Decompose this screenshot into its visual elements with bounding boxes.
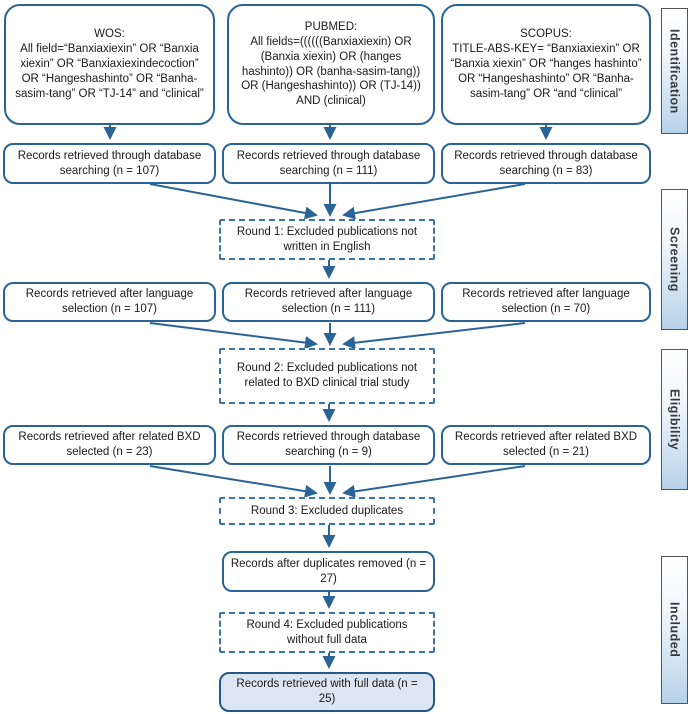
scopus-related-box: Records retrieved after related BXD sele…: [441, 425, 651, 465]
stage-screening: Screening: [661, 189, 688, 330]
wos-search-box: WOS: All field=“Banxiaxiexin” OR “Banxia…: [4, 4, 215, 125]
pubmed-related-box: Records retrieved through database searc…: [222, 425, 435, 465]
wos-retrieved-box: Records retrieved through database searc…: [3, 143, 216, 184]
round3-exclusion-box: Round 3: Excluded duplicates: [219, 497, 435, 525]
round2-exclusion-box: Round 2: Excluded publications not relat…: [219, 348, 435, 404]
wos-language-box: Records retrieved after language selecti…: [3, 282, 216, 322]
pubmed-language-box: Records retrieved after language selecti…: [222, 282, 435, 322]
scopus-query: TITLE-ABS-KEY= “Banxiaxiexin” OR “Banxia…: [450, 43, 642, 100]
scopus-language-box: Records retrieved after language selecti…: [441, 282, 651, 322]
wos-title: WOS:: [94, 28, 125, 41]
final-records-box: Records retrieved with full data (n = 25…: [219, 672, 435, 712]
stage-identification: Identification: [661, 8, 688, 134]
scopus-retrieved-box: Records retrieved through database searc…: [441, 143, 651, 184]
pubmed-search-box: PUBMED: All fields=((((((Banxiaxiexin) O…: [227, 4, 435, 125]
round4-exclusion-box: Round 4: Excluded publications without f…: [219, 612, 435, 653]
wos-related-box: Records retrieved after related BXD sele…: [3, 425, 216, 465]
stage-included: Included: [661, 556, 688, 704]
duplicates-removed-box: Records after duplicates removed (n = 27…: [222, 551, 435, 592]
scopus-title: SCOPUS:: [520, 28, 572, 41]
round1-exclusion-box: Round 1: Excluded publications not writt…: [219, 219, 435, 260]
scopus-search-box: SCOPUS: TITLE-ABS-KEY= “Banxiaxiexin” OR…: [441, 4, 651, 125]
stage-eligibility: Eligibility: [661, 349, 688, 490]
pubmed-retrieved-box: Records retrieved through database searc…: [222, 143, 435, 184]
pubmed-query: All fields=((((((Banxiaxiexin) OR (Banxi…: [241, 35, 421, 108]
wos-query: All field=“Banxiaxiexin” OR “Banxia xiex…: [15, 43, 204, 100]
pubmed-title: PUBMED:: [304, 20, 358, 33]
